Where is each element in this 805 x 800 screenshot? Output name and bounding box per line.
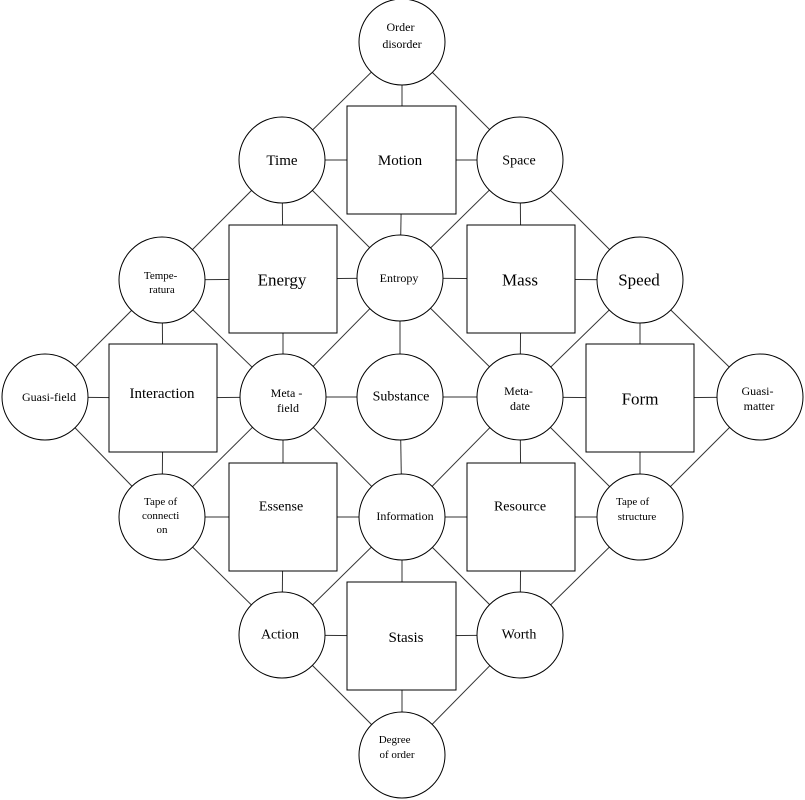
node-label: Meta- date xyxy=(504,384,536,413)
node-label: Speed xyxy=(618,271,660,290)
node-time: Time xyxy=(238,116,326,204)
node-stasis: Stasis xyxy=(346,581,457,691)
node-guasi-matter: Guasi- matter xyxy=(716,353,804,441)
node-worth: Worth xyxy=(476,591,564,679)
node-label: Time xyxy=(266,153,297,169)
node-label: Guasi- matter xyxy=(742,384,777,413)
node-label: Tempe- ratura xyxy=(144,270,180,296)
node-temperatura: Tempe- ratura xyxy=(118,236,206,324)
node-space: Space xyxy=(476,116,564,204)
node-label: Mass xyxy=(502,271,538,290)
node-label: Interaction xyxy=(130,386,195,402)
node-label: Space xyxy=(502,154,535,169)
node-motion: Motion xyxy=(346,105,457,215)
node-degree-of-order: Degree of order xyxy=(358,711,446,799)
node-label: Substance xyxy=(373,390,430,405)
node-substance: Substance xyxy=(356,353,444,441)
node-label: Stasis xyxy=(388,630,423,646)
node-label: Form xyxy=(622,390,659,409)
node-speed: Speed xyxy=(596,236,684,324)
node-label: Information xyxy=(376,509,433,523)
node-label: Essense xyxy=(259,500,303,515)
node-label: Action xyxy=(261,628,299,643)
node-label: Degree of order xyxy=(379,734,415,761)
node-label: Tape of structure xyxy=(616,496,656,523)
node-label: Energy xyxy=(258,271,307,290)
node-interaction: Interaction xyxy=(108,343,218,453)
node-guasi-field: Guasi-field xyxy=(1,353,89,441)
node-label: Worth xyxy=(502,628,537,643)
node-label: Order disorder xyxy=(382,20,421,51)
node-energy: Energy xyxy=(228,224,338,334)
node-label: Motion xyxy=(378,153,423,169)
node-mass: Mass xyxy=(466,224,576,334)
node-information: Information xyxy=(358,473,446,561)
node-resource: Resource xyxy=(466,462,576,572)
node-tape-of-structure: Tape of structure xyxy=(596,473,684,561)
node-label: Tape of connecti on xyxy=(142,496,182,536)
node-label: Resource xyxy=(494,500,546,515)
node-essense: Essense xyxy=(228,462,338,572)
node-form: Form xyxy=(585,343,695,453)
node-action: Action xyxy=(238,591,326,679)
node-meta-date: Meta- date xyxy=(476,353,564,441)
node-meta-field: Meta - field xyxy=(239,353,327,441)
node-tape-of-connection: Tape of connecti on xyxy=(118,473,206,561)
node-label: Guasi-field xyxy=(22,390,76,404)
node-order-disorder: Order disorder xyxy=(358,0,446,86)
node-label: Meta - field xyxy=(271,386,306,415)
node-entropy: Entropy xyxy=(356,234,444,322)
node-label: Entropy xyxy=(380,271,419,285)
